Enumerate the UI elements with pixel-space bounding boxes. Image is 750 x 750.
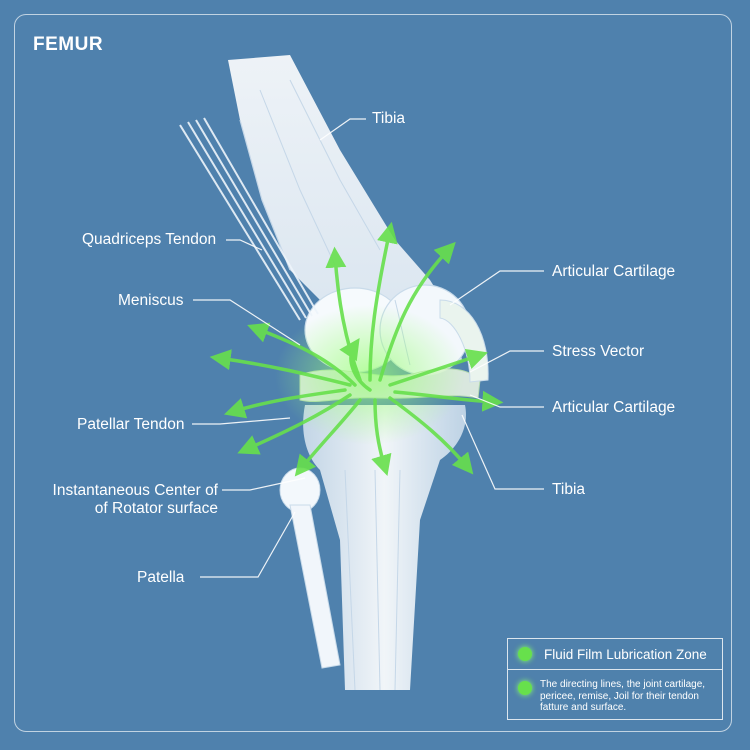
tibia-bone — [303, 405, 466, 691]
leader-lines — [192, 118, 544, 578]
fibula-bone — [279, 467, 341, 669]
legend-box: Fluid Film Lubrication Zone The directin… — [507, 638, 723, 720]
page-title: FEMUR — [33, 34, 104, 55]
label-quadriceps-tendon: Quadriceps Tendon — [82, 231, 217, 248]
label-meniscus: Meniscus — [118, 292, 184, 309]
label-articular-cartilage-top: Articular Cartilage — [552, 263, 676, 280]
label-tibia-top: Tibia — [372, 110, 406, 127]
label-patellar-tendon: Patellar Tendon — [77, 416, 185, 433]
stress-vector-arrows — [209, 221, 504, 477]
label-tibia-bottom: Tibia — [552, 481, 586, 498]
label-articular-cartilage-bottom: Articular Cartilage — [552, 399, 676, 416]
legend-item-2-label: The directing lines, the joint cartilage… — [540, 679, 706, 713]
legend-item-1-label: Fluid Film Lubrication Zone — [544, 647, 707, 662]
label-instantaneous-center-line2: of Rotator surface — [94, 500, 218, 517]
label-instantaneous-center-line1: Instantaneous Center of — [52, 482, 218, 499]
diagram-frame — [14, 14, 732, 732]
legend-dot-1 — [518, 647, 532, 661]
label-patella: Patella — [137, 569, 185, 586]
quadriceps-tendon — [179, 117, 319, 321]
label-stress-vector: Stress Vector — [552, 343, 645, 360]
legend-row-1: Fluid Film Lubrication Zone — [508, 639, 722, 670]
label-instantaneous-center: Instantaneous Center of of Rotator surfa… — [28, 482, 218, 518]
legend-dot-2 — [518, 681, 532, 695]
